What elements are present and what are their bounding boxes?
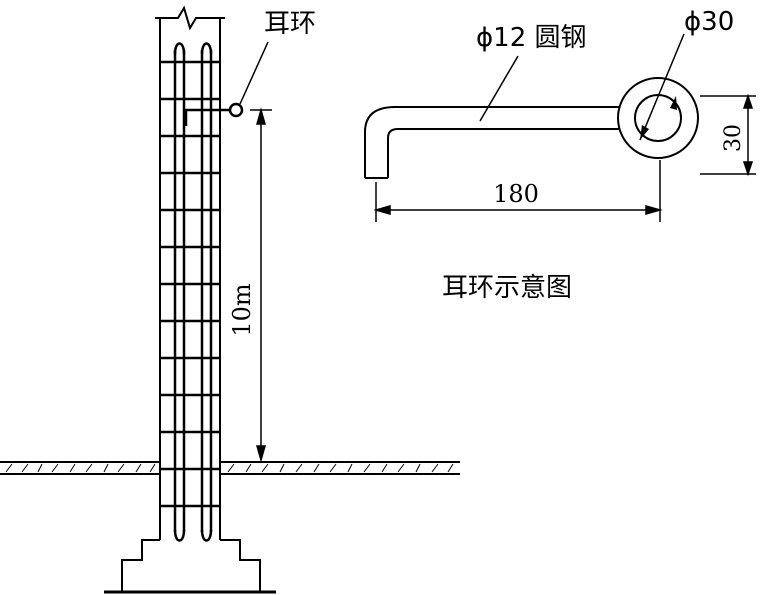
- concrete-column: [155, 5, 225, 540]
- ring-detail: [364, 33, 699, 179]
- foundation: [104, 539, 276, 594]
- ground: [0, 461, 460, 475]
- rod-leader: [479, 55, 519, 122]
- ear-ring-label: 耳环: [264, 9, 316, 39]
- rod-label: ϕ12 圆钢: [476, 23, 587, 53]
- height-dimension: [250, 107, 272, 463]
- rebar-cage: [173, 42, 213, 542]
- ear-ring-leader: [239, 41, 269, 105]
- ring-diameter-label: ϕ30: [684, 7, 734, 37]
- length-label: 180: [493, 180, 539, 208]
- length-dimension: [373, 160, 663, 222]
- ear-ring-on-column: [184, 102, 244, 126]
- offset-label: 30: [721, 124, 746, 152]
- height-label: 10m: [228, 283, 256, 337]
- offset-dimension: [700, 93, 756, 177]
- stirrups: [160, 60, 220, 508]
- diagram-caption: 耳环示意图: [442, 273, 572, 303]
